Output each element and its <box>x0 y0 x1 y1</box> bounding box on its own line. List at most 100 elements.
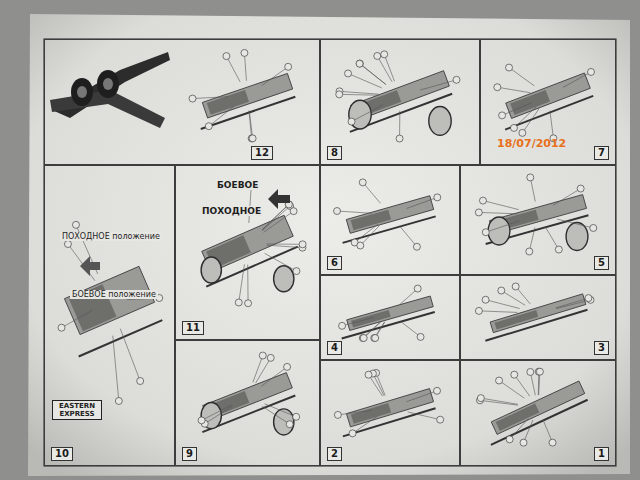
step-number: 7 <box>594 146 609 160</box>
leader-line <box>399 226 416 247</box>
leader-line <box>348 73 382 87</box>
callout-circle <box>590 224 597 231</box>
callout-circle <box>299 241 306 248</box>
callout-circle <box>555 246 562 253</box>
callout-circle <box>205 123 212 130</box>
callout-circle <box>356 60 363 67</box>
leader-line <box>352 105 383 122</box>
callout-circle <box>494 84 501 91</box>
callout-circle <box>381 51 388 58</box>
step-number: 5 <box>594 256 609 270</box>
callout-circle <box>372 335 379 342</box>
leader-line <box>353 417 377 434</box>
gun-part <box>337 196 436 243</box>
callout-circle <box>357 242 364 249</box>
callout-circle <box>349 430 356 437</box>
leader-line <box>406 391 437 402</box>
callout-circle <box>475 209 482 216</box>
callout-circle <box>437 416 444 423</box>
leader-line <box>556 300 590 309</box>
position-label: ПОХОДНОЕ <box>200 206 263 216</box>
callout-circle <box>498 287 505 294</box>
leader-line <box>337 211 371 213</box>
callout-circle <box>290 208 297 215</box>
leader-line <box>340 91 379 94</box>
callout-circle <box>223 53 230 60</box>
page-frame <box>44 39 616 466</box>
step-panel: 10 <box>44 165 175 466</box>
callout-circle <box>64 241 71 248</box>
leader-line <box>338 410 372 415</box>
leader-line <box>256 358 271 383</box>
leader-line <box>249 111 252 139</box>
leader-line <box>479 311 517 313</box>
callout-circle <box>549 439 556 446</box>
gun-part <box>496 73 593 130</box>
gun-part <box>193 73 295 129</box>
leader-line <box>545 227 559 250</box>
leader-line <box>249 111 252 139</box>
wheel <box>349 100 371 129</box>
part-drawings <box>50 49 597 446</box>
callout-circle <box>241 49 248 56</box>
step-number: 9 <box>182 447 197 461</box>
step-panel: 5 <box>460 165 616 275</box>
assembly-step-drawing <box>337 285 435 341</box>
leader-line <box>408 412 441 420</box>
assembly-step-drawing <box>334 179 441 250</box>
leader-line <box>510 419 528 440</box>
step-panel: 12 <box>44 39 320 165</box>
callout-circle <box>245 300 252 307</box>
leader-line <box>501 291 525 306</box>
leader-line <box>120 329 140 381</box>
leader-line <box>553 189 581 206</box>
leader-line <box>550 111 554 139</box>
leader-line <box>262 206 290 231</box>
callout-circle <box>235 299 242 306</box>
wheel <box>201 257 221 283</box>
assembly-step-drawing <box>193 181 307 307</box>
leader-line <box>499 381 524 399</box>
assembly-step-drawing <box>193 352 299 435</box>
callout-circle <box>453 76 460 83</box>
step-number: 4 <box>327 341 342 355</box>
leader-line <box>486 221 520 233</box>
assembly-step-drawing <box>189 49 295 141</box>
wheel <box>274 409 294 435</box>
callout-circle <box>334 411 341 418</box>
callout-circle <box>374 52 381 59</box>
assembly-step-drawing <box>55 221 162 404</box>
leader-line <box>486 300 520 309</box>
callout-circle <box>414 285 421 292</box>
step-panel: 11 <box>175 165 320 340</box>
step-number: 1 <box>594 447 609 461</box>
step-number: 2 <box>327 447 342 461</box>
leader-line <box>509 68 534 86</box>
callout-circle <box>527 174 534 181</box>
direction-arrow <box>268 189 290 209</box>
callout-circle <box>434 194 441 201</box>
leader-line <box>262 406 289 424</box>
callout-circle <box>115 397 122 404</box>
callout-circle <box>293 268 300 275</box>
callout-circle <box>371 335 378 342</box>
gun-part <box>337 389 436 437</box>
step-panel: 9 <box>175 340 320 466</box>
assembly-step-drawing <box>494 64 595 142</box>
step-panel: 3 <box>460 275 616 360</box>
callout-circle <box>293 413 300 420</box>
callout-circle <box>72 221 79 228</box>
leader-line <box>62 310 93 328</box>
leader-line <box>556 298 589 308</box>
wheel <box>566 222 588 250</box>
leader-line <box>497 87 530 93</box>
callout-circle <box>58 324 65 331</box>
leader-line <box>481 398 518 404</box>
leader-line <box>193 97 229 99</box>
leader-line <box>339 94 379 96</box>
assembly-step-drawing <box>336 51 460 142</box>
leader-line <box>360 225 379 245</box>
step-panel: 2 <box>320 360 460 466</box>
callout-circle <box>248 135 255 142</box>
